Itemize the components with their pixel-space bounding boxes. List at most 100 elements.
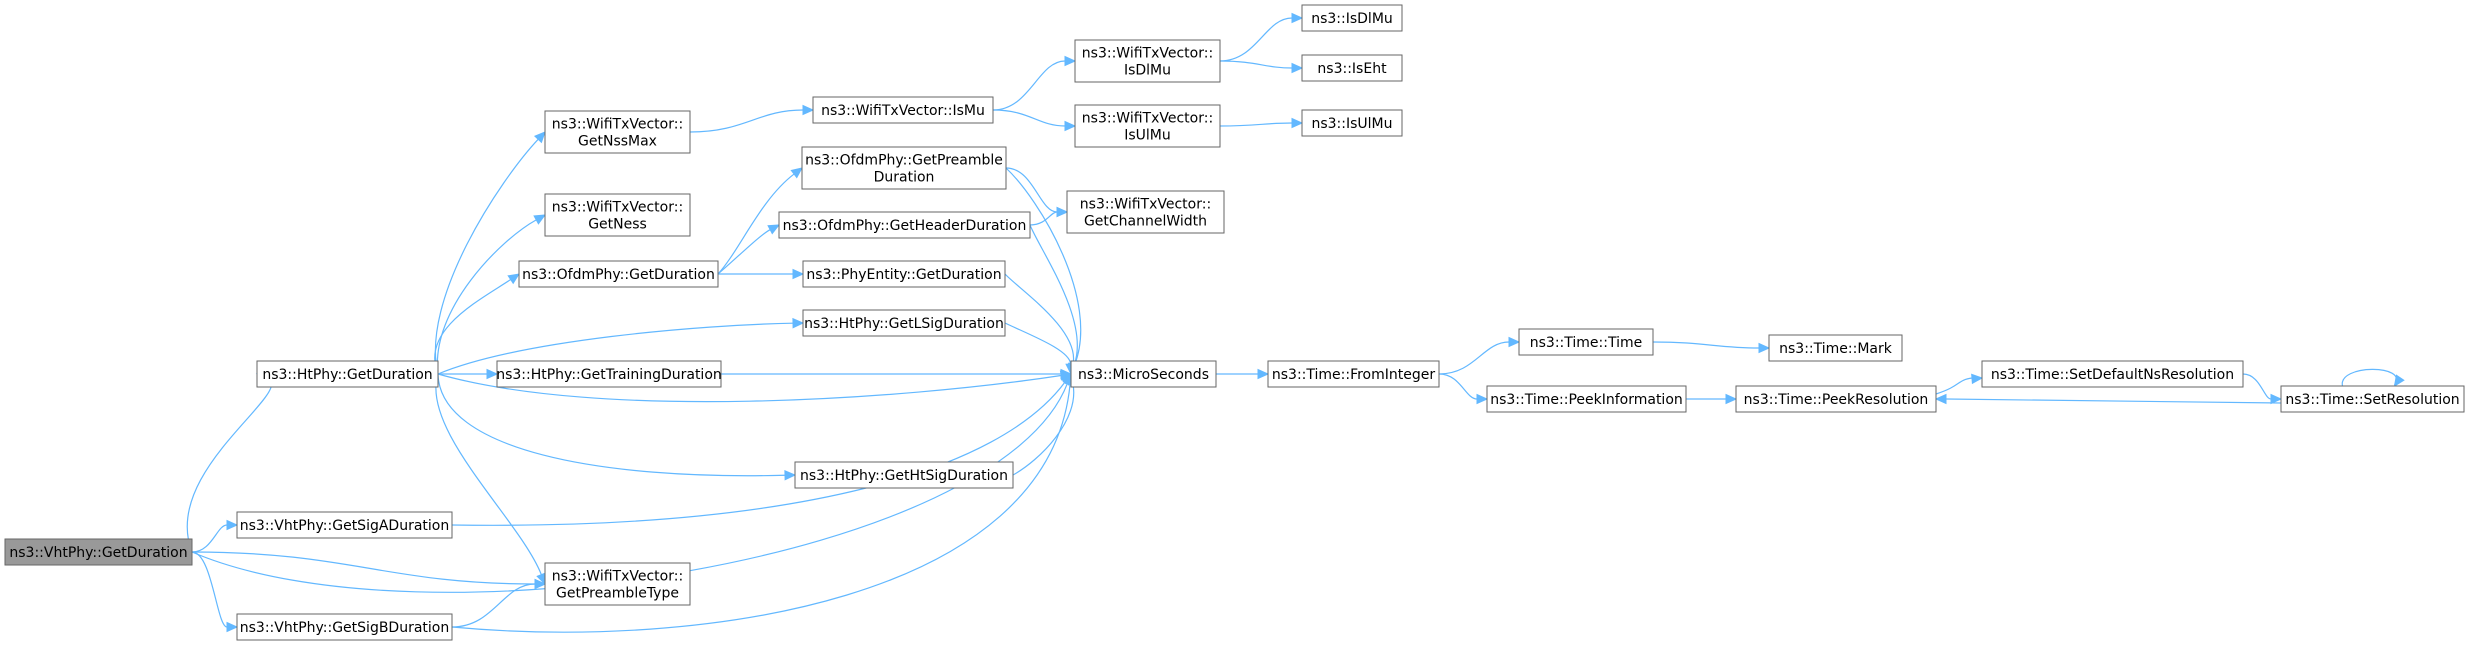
edge-arrowhead [1291, 12, 1304, 24]
node-ht-getduration[interactable]: ns3::HtPhy::GetDuration [256, 360, 439, 388]
edge-line [1219, 17, 1293, 62]
edge-line [992, 109, 1066, 127]
edge-txv-ismu-to-txv-isdlmu [992, 55, 1077, 111]
edge-time-setresolution-to-time-setresolution [2341, 368, 2405, 388]
node-label: ns3::HtPhy::GetHtSigDuration [800, 468, 1008, 484]
edge-arrowhead [1257, 368, 1270, 380]
edge-arrowhead [1934, 393, 1947, 405]
node-box [812, 96, 994, 124]
node-txv-getchannelwidth[interactable]: ns3::WifiTxVector::GetChannelWidth [1066, 190, 1225, 234]
edge-time-setdefaultnsresolution-to-time-setresolution [2242, 373, 2283, 405]
node-box [4, 538, 193, 566]
edge-arrowhead [1476, 393, 1489, 405]
edge-line [1029, 211, 1058, 226]
edge-time-peekresolution-to-time-setdefaultnsresolution [1935, 373, 1984, 395]
node-microseconds[interactable]: ns3::MicroSeconds [1070, 360, 1217, 388]
node-time-setresolution[interactable]: ns3::Time::SetResolution [2280, 385, 2465, 413]
node-time-mark[interactable]: ns3::Time::Mark [1768, 334, 1903, 362]
node-ht-getlsigduration[interactable]: ns3::HtPhy::GetLSigDuration [802, 309, 1006, 337]
edge-line [191, 551, 536, 585]
edge-arrowhead [1064, 120, 1077, 132]
edge-ofdm-getheaderduration-to-txv-getchannelwidth [1029, 206, 1069, 226]
call-graph-edges [186, 12, 2405, 633]
edge-line [1004, 273, 1075, 365]
node-txv-getness[interactable]: ns3::WifiTxVector::GetNess [544, 193, 691, 237]
edge-line [2341, 368, 2398, 387]
node-box [801, 146, 1007, 190]
node-time-time[interactable]: ns3::Time::Time [1518, 328, 1654, 356]
edge-arrowhead [507, 273, 521, 285]
edge-line [1029, 224, 1078, 365]
edge-txv-getnssmax-to-txv-ismu [689, 104, 815, 133]
node-box [802, 260, 1006, 288]
edge-arrowhead [1056, 206, 1069, 218]
node-box [1735, 385, 1937, 413]
edge-phyentity-getduration-to-microseconds [1004, 273, 1079, 376]
node-vht-getduration[interactable]: ns3::VhtPhy::GetDuration [4, 538, 193, 566]
node-label: ns3::HtPhy::GetDuration [262, 367, 432, 383]
edge-line [2242, 373, 2272, 400]
node-box [2280, 385, 2465, 413]
node-label: GetNess [588, 217, 647, 233]
edge-arrowhead [2393, 374, 2405, 388]
node-box [778, 211, 1031, 239]
node-time-peekinformation[interactable]: ns3::Time::PeekInformation [1486, 385, 1687, 413]
node-txv-getnssmax[interactable]: ns3::WifiTxVector::GetNssMax [544, 110, 691, 154]
node-label: ns3::VhtPhy::GetDuration [9, 545, 187, 561]
edge-line [1219, 122, 1293, 127]
edge-time-setresolution-to-time-peekresolution [1934, 393, 2282, 405]
node-txv-isdlmu[interactable]: ns3::WifiTxVector::IsDlMu [1074, 39, 1221, 83]
node-time-setdefaultnsresolution[interactable]: ns3::Time::SetDefaultNsResolution [1981, 360, 2244, 388]
node-time-peekresolution[interactable]: ns3::Time::PeekResolution [1735, 385, 1937, 413]
node-ofdm-getduration[interactable]: ns3::OfdmPhy::GetDuration [518, 260, 719, 288]
node-box [518, 260, 719, 288]
node-label: ns3::PhyEntity::GetDuration [806, 267, 1001, 283]
node-isdlmu[interactable]: ns3::IsDlMu [1301, 4, 1403, 32]
node-label: ns3::Time::FromInteger [1272, 367, 1435, 383]
node-iseht[interactable]: ns3::IsEht [1301, 54, 1403, 82]
node-vht-getsigaduration[interactable]: ns3::VhtPhy::GetSigADuration [236, 511, 453, 539]
node-vht-getsigbduration[interactable]: ns3::VhtPhy::GetSigBDuration [236, 613, 453, 641]
node-phyentity-getduration[interactable]: ns3::PhyEntity::GetDuration [802, 260, 1006, 288]
edge-txv-isdlmu-to-iseht [1219, 60, 1304, 74]
edge-arrowhead [226, 621, 239, 633]
node-box [544, 110, 691, 154]
node-ht-gettrainingduration[interactable]: ns3::HtPhy::GetTrainingDuration [496, 360, 722, 388]
node-label: GetChannelWidth [1084, 214, 1207, 230]
edge-arrowhead [533, 131, 546, 144]
node-label: ns3::HtPhy::GetLSigDuration [804, 316, 1004, 332]
node-label: ns3::Time::Mark [1779, 341, 1893, 357]
edge-ht-getduration-to-txv-getnssmax [434, 131, 546, 375]
node-label: IsDlMu [1124, 63, 1171, 79]
node-txv-ismu[interactable]: ns3::WifiTxVector::IsMu [812, 96, 994, 124]
node-isulmu[interactable]: ns3::IsUlMu [1301, 109, 1403, 137]
node-box [256, 360, 439, 388]
edge-line [1935, 377, 1973, 395]
edge-ht-getlsigduration-to-microseconds [1004, 322, 1076, 376]
edge-line [451, 381, 1066, 526]
node-ofdm-getheaderduration[interactable]: ns3::OfdmPhy::GetHeaderDuration [778, 211, 1031, 239]
node-label: ns3::Time::Time [1530, 335, 1642, 351]
node-time-frominteger[interactable]: ns3::Time::FromInteger [1267, 360, 1440, 388]
edge-vht-getsigbduration-to-txv-getpreambletype [451, 578, 547, 628]
edge-ht-gethtsigduration-to-microseconds [1012, 372, 1079, 476]
edge-arrowhead [1758, 342, 1771, 354]
edge-ofdm-getduration-to-ofdm-getpreambleduration [717, 167, 803, 275]
node-label: ns3::HtPhy::GetTrainingDuration [496, 367, 722, 383]
edge-arrowhead [790, 167, 803, 179]
node-box [1518, 328, 1654, 356]
node-txv-getpreambletype[interactable]: ns3::WifiTxVector::GetPreambleType [544, 562, 691, 606]
edge-arrowhead [792, 317, 805, 329]
edge-arrowhead [226, 519, 239, 531]
node-ht-gethtsigduration[interactable]: ns3::HtPhy::GetHtSigDuration [794, 461, 1014, 489]
node-box [1074, 39, 1221, 83]
edge-ht-gettrainingduration-to-microseconds [720, 368, 1073, 380]
edge-ht-getduration-to-ofdm-getduration [434, 273, 521, 375]
node-txv-isulmu[interactable]: ns3::WifiTxVector::IsUlMu [1074, 104, 1221, 148]
edge-time-peekinformation-to-time-peekresolution [1685, 393, 1738, 405]
node-label: ns3::WifiTxVector:: [1082, 111, 1213, 127]
edge-arrowhead [486, 368, 499, 380]
node-box [802, 309, 1006, 337]
